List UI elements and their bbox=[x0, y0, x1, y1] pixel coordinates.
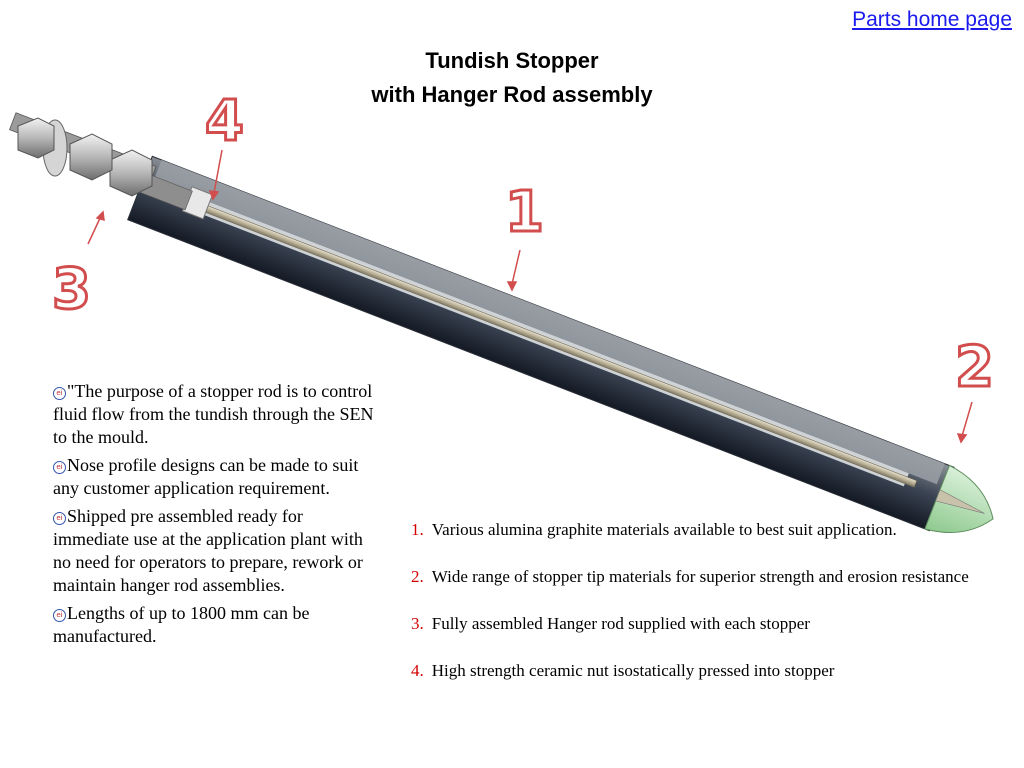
feature-number: 1. bbox=[411, 520, 424, 539]
callout-arrows bbox=[87, 149, 973, 444]
callout-number-2: 2 bbox=[954, 335, 996, 400]
title-line-2: with Hanger Rod assembly bbox=[371, 82, 653, 107]
description-bullets: ei"The purpose of a stopper rod is to co… bbox=[53, 380, 378, 653]
feature-text: Fully assembled Hanger rod supplied with… bbox=[431, 614, 810, 633]
bullet-text: Nose profile designs can be made to suit… bbox=[53, 455, 359, 498]
ei-bullet-icon: ei bbox=[53, 387, 66, 400]
bullet-item: ei"The purpose of a stopper rod is to co… bbox=[53, 380, 378, 449]
feature-number: 2. bbox=[411, 567, 424, 586]
bullet-text: "The purpose of a stopper rod is to cont… bbox=[53, 381, 374, 447]
ei-bullet-icon: ei bbox=[53, 609, 66, 622]
bullet-text: Shipped pre assembled ready for immediat… bbox=[53, 506, 363, 595]
feature-item: 4. High strength ceramic nut isostaticall… bbox=[411, 659, 1017, 682]
bullet-text: Lengths of up to 1800 mm can be manufact… bbox=[53, 603, 310, 646]
page-title: Tundish Stopper with Hanger Rod assembly bbox=[0, 44, 1024, 112]
stopper-body bbox=[127, 155, 994, 534]
feature-item: 1. Various alumina graphite materials ava… bbox=[411, 518, 1017, 541]
feature-text: High strength ceramic nut isostatically … bbox=[431, 661, 835, 680]
callout-number-1: 1 bbox=[504, 180, 546, 245]
feature-list: 1. Various alumina graphite materials ava… bbox=[411, 518, 1017, 706]
feature-number: 4. bbox=[411, 661, 424, 680]
hanger-hardware bbox=[9, 112, 157, 197]
feature-text: Various alumina graphite materials avail… bbox=[431, 520, 897, 539]
callout-number-4: 4 bbox=[204, 89, 246, 154]
callout-number-3: 3 bbox=[51, 257, 93, 322]
title-line-1: Tundish Stopper bbox=[425, 48, 599, 73]
feature-item: 2. Wide range of stopper tip materials fo… bbox=[411, 565, 1017, 588]
feature-text: Wide range of stopper tip materials for … bbox=[431, 567, 969, 586]
feature-item: 3. Fully assembled Hanger rod supplied wi… bbox=[411, 612, 1017, 635]
ei-bullet-icon: ei bbox=[53, 512, 66, 525]
ei-bullet-icon: ei bbox=[53, 461, 66, 474]
feature-number: 3. bbox=[411, 614, 424, 633]
parts-home-link[interactable]: Parts home page bbox=[852, 8, 1012, 31]
